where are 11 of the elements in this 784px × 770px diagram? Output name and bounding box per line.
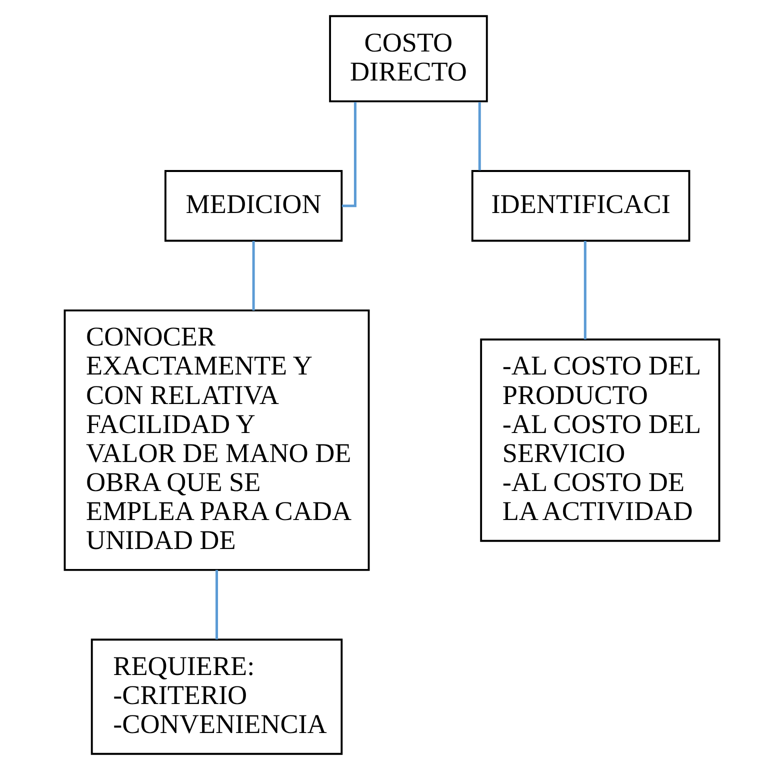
- node-box: CONOCER EXACTAMENTE Y CON RELATIVA FACILIDAD Y VALOR DE MANO DE OBRA QUE SE EMPLEA PARA CADA UNIDAD DE: [64, 309, 370, 571]
- node-box: REQUIERE: -CRITERIO -CONVENIENCIA: [90, 638, 343, 755]
- connector: [478, 102, 481, 170]
- connector: [216, 570, 218, 640]
- connector: [342, 102, 356, 208]
- node-box: MEDICION: [164, 170, 343, 242]
- node-box: -AL COSTO DEL PRODUCTO -AL COSTO DEL SERVICIO -AL COSTO DE LA ACTIVIDAD: [480, 338, 720, 542]
- node-box: IDENTIFICACI: [471, 170, 690, 242]
- node-box: COSTO DIRECTO: [329, 15, 488, 102]
- connector: [252, 240, 255, 310]
- connector: [584, 240, 586, 340]
